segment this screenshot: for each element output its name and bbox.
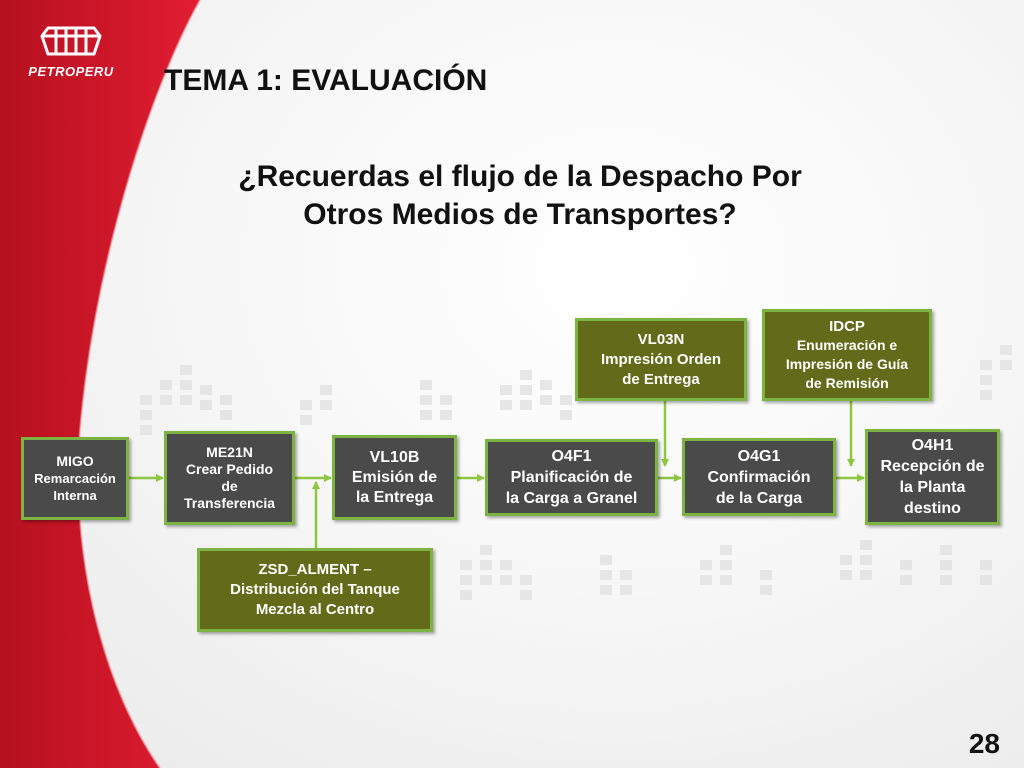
brand-name: PETROPERU (28, 64, 114, 79)
node-me21n-code: ME21N (206, 444, 253, 460)
question-line-1: ¿Recuerdas el flujo de la Despacho Por (238, 160, 802, 193)
node-zsd-alment: ZSD_ALMENT – Distribución del Tanque Mez… (197, 548, 433, 632)
node-me21n: ME21N Crear Pedido de Transferencia (164, 431, 295, 525)
node-o4f1-line: la Carga a Granel (505, 490, 638, 507)
node-zsd-line: Distribución del Tanque (230, 581, 400, 598)
node-o4h1: O4H1 Recepción de la Planta destino (865, 429, 1000, 525)
question-line-2: Otros Medios de Transportes? (303, 198, 737, 231)
node-me21n-line: Transferencia (183, 495, 276, 511)
node-o4g1: O4G1 Confirmación de la Carga (682, 438, 836, 516)
node-o4g1-code: O4G1 (737, 447, 781, 465)
node-zsd-line: Mezcla al Centro (255, 601, 375, 618)
question-heading: ¿Recuerdas el flujo de la Despacho Por O… (200, 158, 840, 234)
node-idcp-line: Enumeración e (796, 337, 898, 353)
node-zsd-code: ZSD_ALMENT – (258, 561, 372, 578)
node-vl10b-code: VL10B (369, 448, 420, 466)
node-vl03n: VL03N Impresión Orden de Entrega (575, 318, 747, 401)
node-vl10b-line: la Entrega (355, 488, 434, 506)
node-o4f1: O4F1 Planificación de la Carga a Granel (485, 439, 658, 516)
node-o4g1-line: Confirmación (707, 468, 811, 486)
petroperu-logo: PETROPERU (16, 22, 126, 80)
node-o4h1-line: destino (904, 500, 961, 517)
node-me21n-line: de (221, 478, 238, 494)
node-o4h1-line: la Planta (899, 479, 966, 496)
node-o4f1-code: O4F1 (551, 448, 592, 465)
node-vl10b: VL10B Emisión de la Entrega (332, 435, 457, 520)
page-number: 28 (968, 728, 1000, 759)
node-migo-code: MIGO (56, 453, 94, 469)
node-migo-line: Interna (53, 488, 97, 503)
logo-emblem-icon (40, 26, 102, 56)
node-o4h1-line: Recepción de (880, 458, 985, 475)
node-vl03n-line: de Entrega (622, 370, 700, 388)
node-idcp: IDCP Enumeración e Impresión de Guía de … (762, 309, 932, 401)
node-o4g1-line: de la Carga (715, 489, 803, 507)
node-me21n-line: Crear Pedido (185, 461, 274, 477)
node-migo: MIGO Remarcación Interna (21, 437, 129, 520)
node-idcp-line: Impresión de Guía (785, 356, 909, 372)
node-o4h1-code: O4H1 (911, 437, 954, 454)
node-idcp-line: de Remisión (805, 375, 889, 391)
node-migo-line: Remarcación (34, 471, 116, 486)
node-vl03n-line: Impresión Orden (600, 350, 722, 368)
node-vl10b-line: Emisión de (351, 468, 438, 486)
slide-title: TEMA 1: EVALUACIÓN (164, 64, 488, 97)
node-o4f1-line: Planificación de (510, 469, 633, 486)
node-idcp-code: IDCP (829, 318, 865, 335)
node-vl03n-code: VL03N (637, 330, 685, 348)
